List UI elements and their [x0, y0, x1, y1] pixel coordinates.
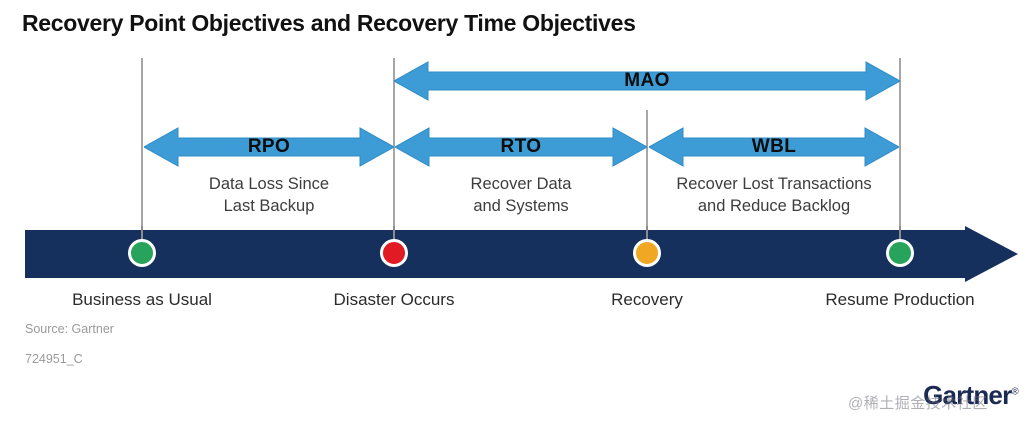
registered-mark: ® [1011, 386, 1018, 398]
caption-rto-line2: and Systems [473, 197, 569, 215]
page-title: Recovery Point Objectives and Recovery T… [22, 10, 636, 36]
timeline-arrow [25, 226, 1018, 282]
timeline-shape [25, 226, 1018, 282]
guide-line-recovery [646, 110, 648, 230]
rpo-arrow-shape [144, 127, 394, 167]
milestone-dot-resume-production [886, 239, 914, 267]
milestone-dot-recovery [633, 239, 661, 267]
arrow-band-rto: RTO [395, 126, 647, 168]
dot-stem-business-as-usual [141, 226, 143, 246]
gartner-logo: Gartner® [923, 380, 1019, 411]
caption-wbl: Recover Lost Transactions and Reduce Bac… [650, 173, 898, 217]
milestone-dot-disaster-occurs [380, 239, 408, 267]
dot-stem-resume-production [899, 226, 901, 246]
guide-line-disaster-occurs [393, 58, 395, 230]
guide-line-resume-production [899, 58, 901, 230]
document-id: 724951_C [25, 352, 83, 366]
milestone-dot-business-as-usual [128, 239, 156, 267]
caption-rpo-line2: Last Backup [223, 197, 315, 215]
milestone-label-disaster-occurs: Disaster Occurs [333, 290, 455, 309]
arrow-label-rpo: RPO [247, 136, 291, 157]
wbl-arrow-shape [649, 127, 899, 167]
dot-stem-disaster-occurs [393, 226, 395, 246]
milestone-label-recovery: Recovery [611, 290, 683, 309]
arrow-label-mao: MAO [624, 70, 670, 91]
milestone-label-resume-production: Resume Production [825, 290, 975, 309]
rto-arrow-shape [395, 127, 647, 167]
arrow-band-wbl: WBL [649, 126, 899, 168]
caption-rto-line1: Recover Data [470, 175, 572, 193]
gartner-logo-text: Gartner [923, 380, 1012, 410]
source-note: Source: Gartner [25, 322, 114, 336]
watermark-text: @稀土掘金技术社区 [848, 395, 988, 412]
arrow-label-wbl: WBL [751, 136, 797, 157]
caption-rto: Recover Data and Systems [397, 173, 645, 217]
dot-stem-recovery [646, 226, 648, 246]
arrow-band-rpo: RPO [144, 126, 394, 168]
mao-arrow-shape [394, 61, 900, 101]
milestone-label-business-as-usual: Business as Usual [72, 290, 212, 309]
guide-line-business-as-usual [141, 58, 143, 230]
caption-wbl-line2: and Reduce Backlog [697, 197, 851, 215]
arrow-band-mao: MAO [394, 60, 900, 102]
caption-rpo-line1: Data Loss Since [208, 175, 330, 193]
caption-wbl-line1: Recover Lost Transactions [676, 175, 872, 193]
caption-rpo: Data Loss Since Last Backup [146, 173, 392, 217]
arrow-label-rto: RTO [500, 136, 542, 157]
